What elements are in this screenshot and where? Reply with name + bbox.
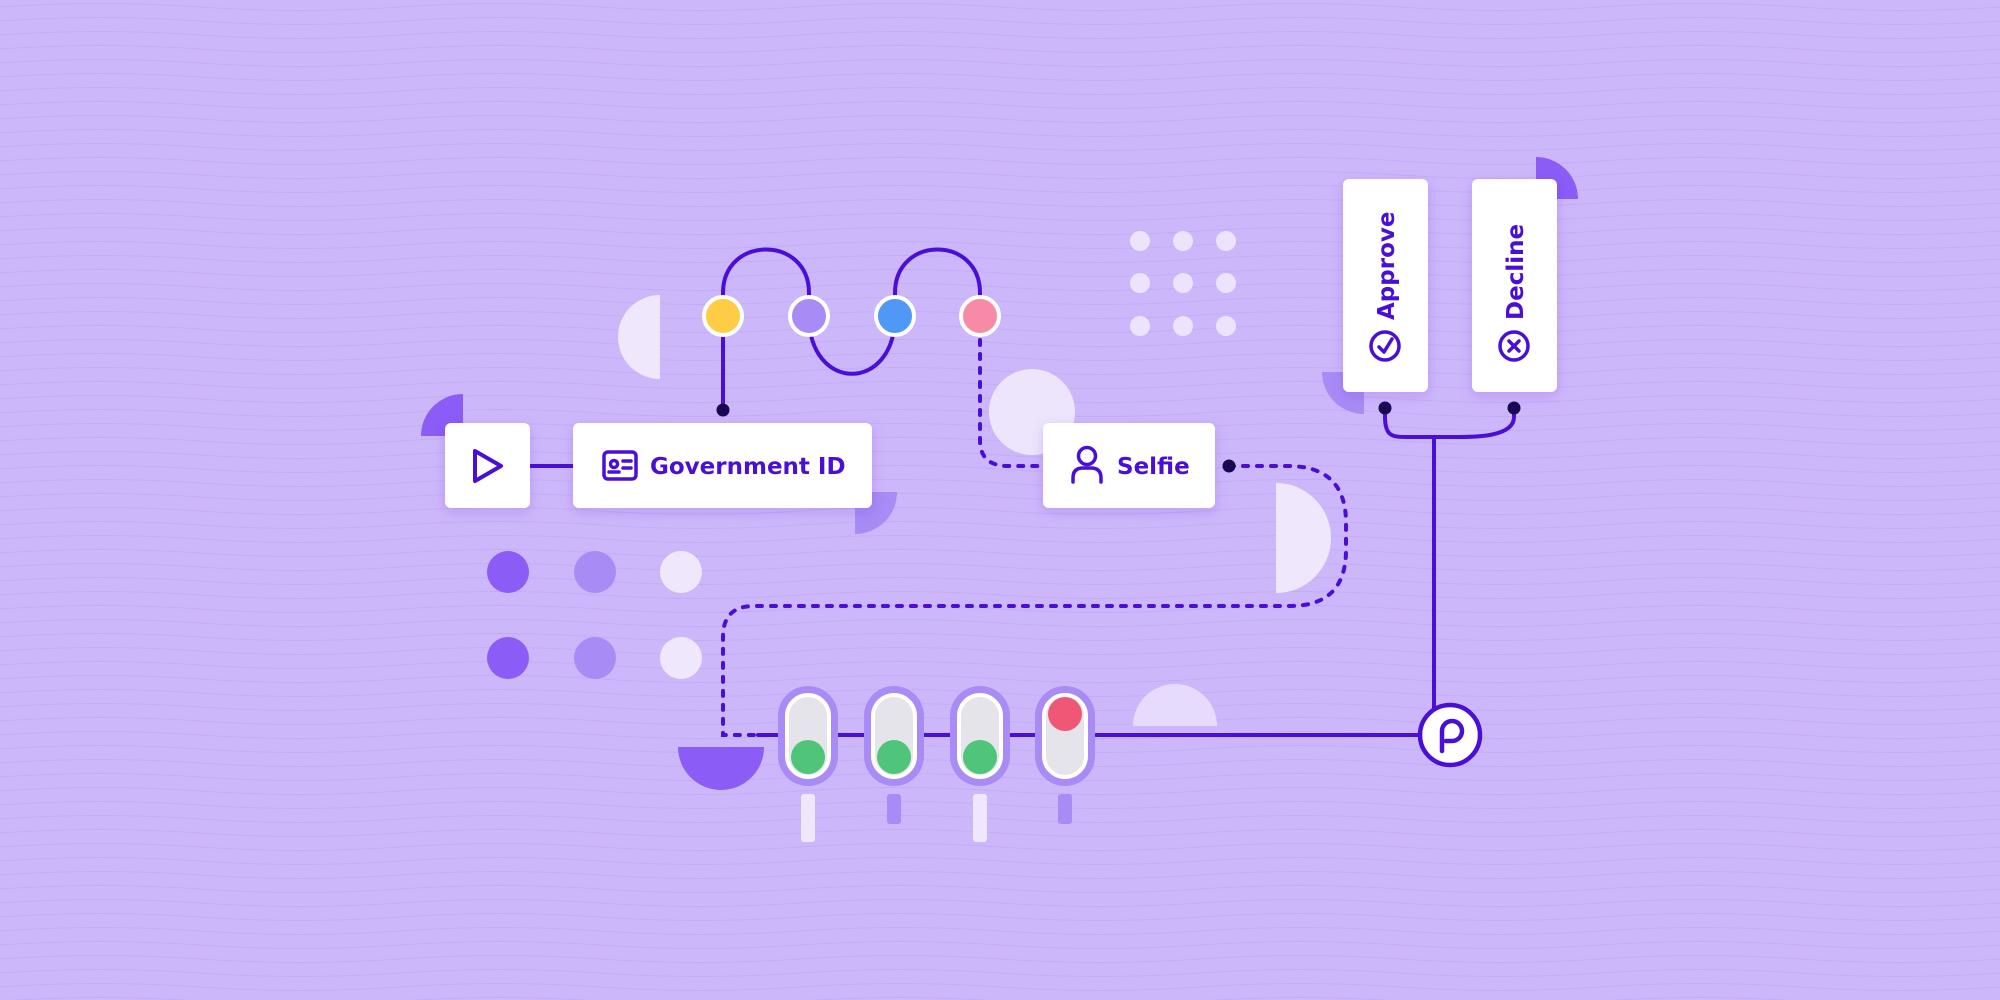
decorative-half-circle-right [1276,483,1331,593]
status-toggle [778,686,838,842]
decorative-half-circle-top [1133,684,1217,726]
approve-node[interactable] [1343,179,1428,392]
check-circle-icon [1369,330,1401,362]
status-toggle [1035,686,1095,824]
play-icon [473,449,503,483]
branch-dot-1 [702,295,744,337]
decline-label: Decline [1503,224,1529,320]
branch-dot-4 [959,295,1001,337]
verification-checks [778,686,1095,842]
hub-node[interactable] [1417,702,1483,768]
decorative-half-circle-bottom [678,747,764,790]
toggle-stem [1058,794,1072,824]
status-fail-indicator [1048,697,1082,731]
toggle-stem [973,794,987,842]
user-icon [1071,445,1103,484]
decline-node[interactable] [1472,179,1557,392]
persona-logo-icon [1439,718,1465,754]
connector-endpoints [716,401,1521,473]
status-pass-indicator [791,740,825,774]
government-id-label: Government ID [650,454,846,480]
branch-dots [702,295,1001,337]
approve-label: Approve [1374,212,1400,320]
decorative-dot-grid-top [1130,231,1236,336]
connector-lines [528,247,1516,738]
toggle-stem [887,794,901,824]
selfie-label: Selfie [1117,454,1190,480]
government-id-node[interactable] [573,423,872,508]
decorative-dot-grid-left [487,551,702,679]
status-pass-indicator [877,740,911,774]
status-toggle [864,686,924,824]
status-toggle [950,686,1010,842]
dashed-connector-lines [721,338,1348,737]
id-card-icon [602,450,638,481]
selfie-node[interactable] [1043,423,1215,508]
x-circle-icon [1498,330,1530,362]
branch-dot-3 [874,295,916,337]
start-node[interactable] [445,423,530,508]
toggle-stem [801,794,815,842]
status-pass-indicator [963,740,997,774]
decorative-half-circle-left [618,295,660,379]
branch-dot-2 [788,295,830,337]
